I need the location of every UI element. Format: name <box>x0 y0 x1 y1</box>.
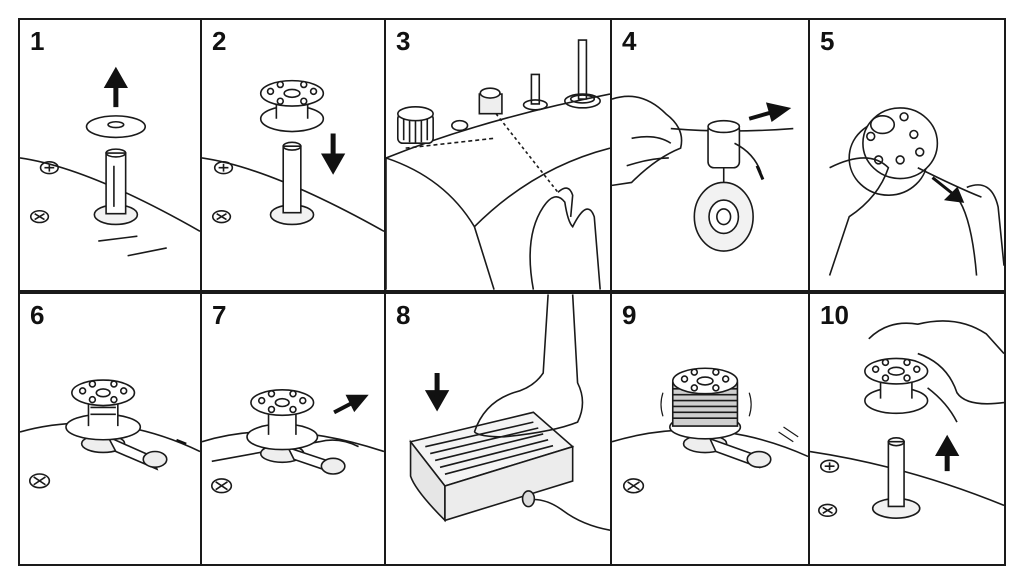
step-number: 3 <box>396 26 411 56</box>
place-bobbin-on-pin-illustration <box>202 20 384 290</box>
step-panel-1: 1 <box>18 18 202 292</box>
step-number: 7 <box>212 300 227 330</box>
step-panel-4: 4 <box>610 18 810 292</box>
step-panel-9: 9 <box>610 292 810 566</box>
up-arrow-icon <box>108 72 124 108</box>
hold-thread-end-illustration <box>810 20 1004 290</box>
remove-spool-cap-illustration <box>20 20 200 290</box>
step-panel-7: 7 <box>200 292 386 566</box>
step-number: 8 <box>396 300 411 330</box>
diagonal-arrow-icon <box>932 178 961 202</box>
step-panel-5: 5 <box>808 18 1006 292</box>
step-number: 5 <box>820 26 835 56</box>
curved-arrow-icon <box>757 166 763 180</box>
step-panel-6: 6 <box>18 292 202 566</box>
step-panel-10: 10 <box>808 292 1006 566</box>
step-number: 1 <box>30 26 45 56</box>
wind-thread-through-bobbin-hole-illustration <box>612 20 808 290</box>
step-panel-8: 8 <box>384 292 612 566</box>
thread-through-guide-illustration <box>386 20 610 290</box>
press-foot-pedal-illustration <box>386 294 610 564</box>
up-arrow-icon <box>939 440 955 472</box>
push-winder-right-illustration <box>20 294 200 564</box>
step-panel-2: 2 <box>200 18 386 292</box>
right-arrow-icon <box>334 397 364 413</box>
step-number: 4 <box>622 26 637 56</box>
step-panel-3: 3 <box>384 18 612 292</box>
step-number: 6 <box>30 300 45 330</box>
remove-bobbin-illustration <box>810 294 1004 564</box>
right-arrow-icon <box>749 105 786 119</box>
step-number: 9 <box>622 300 637 330</box>
engage-winder-illustration <box>202 294 384 564</box>
step-number: 2 <box>212 26 227 56</box>
down-arrow-icon <box>325 133 341 169</box>
step-number: 10 <box>820 300 849 330</box>
bobbin-winding-illustration <box>612 294 808 564</box>
down-arrow-icon <box>429 373 445 406</box>
small-arrow-icon <box>177 440 187 444</box>
